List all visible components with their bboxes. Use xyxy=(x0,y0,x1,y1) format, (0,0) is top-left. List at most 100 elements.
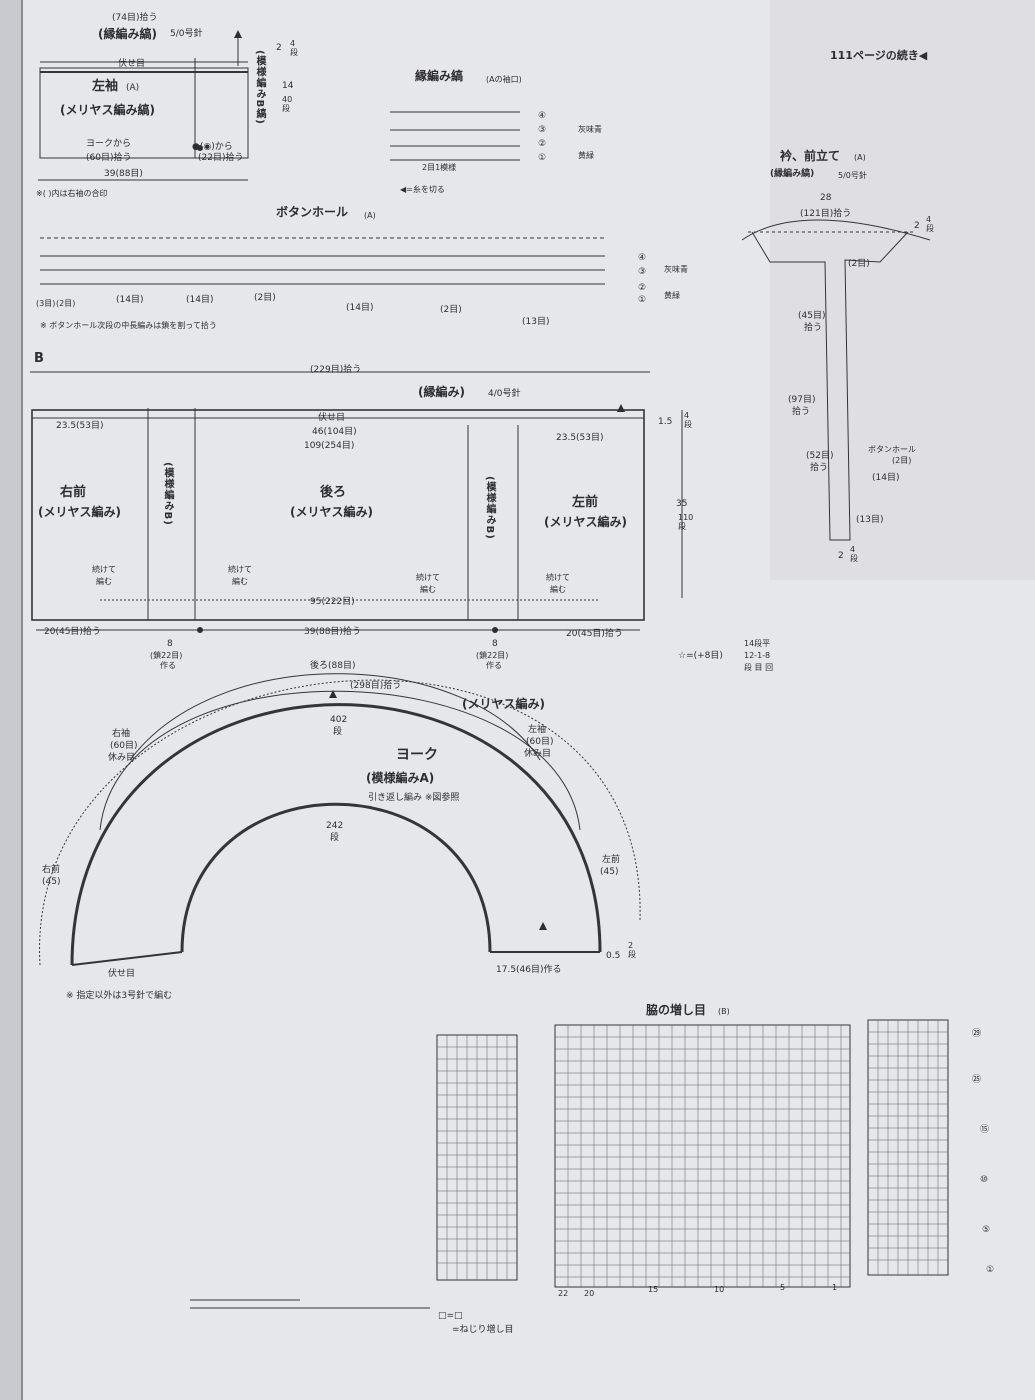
body-continue-1a: 続けて xyxy=(92,565,116,574)
yoke-back-label: 後ろ(88目) xyxy=(310,661,356,671)
buttonhole-c4: (14目) xyxy=(186,295,214,305)
collar-c6: (13目) xyxy=(856,515,884,525)
buttonhole-c6: (14目) xyxy=(346,303,374,313)
collar-c5: (14目) xyxy=(872,473,900,483)
yoke-edge-rows: 0.5 xyxy=(606,951,621,961)
buttonhole-c8: (13目) xyxy=(522,317,550,327)
collar-subtitle: (縁編み縞) xyxy=(770,169,815,179)
sleeve-title: 左袖 xyxy=(92,79,119,94)
needle-note: ※ 指定以外は3号針で編む xyxy=(66,991,173,1001)
collar-c3b: 拾う xyxy=(792,407,811,417)
sleeve-bind-off: 伏せ目 xyxy=(118,59,146,69)
continued-note: 111ページの続き◀ xyxy=(830,49,928,62)
collar-pick-up: (121目)拾う xyxy=(800,209,852,219)
collar-buttonhole: ボタンホール xyxy=(868,445,916,454)
yoke-make-ch: 17.5(46目)作る xyxy=(496,965,562,975)
yoke-left-sleeve-2: (60目) xyxy=(526,737,554,747)
body-total-top: 109(254目) xyxy=(304,441,355,451)
body-height-2: 110段 xyxy=(678,513,694,531)
sleeve-from-yoke: ヨークから xyxy=(86,139,132,149)
buttonhole-variant: (A) xyxy=(364,211,376,220)
body-bind-off: 伏せ目 xyxy=(318,413,346,423)
yoke-left-front: 左前 xyxy=(602,855,621,865)
buttonhole-row-3: ③ xyxy=(638,267,647,277)
body-rows-edge: 1.5 xyxy=(658,417,673,427)
edge-cut-note: ◀=糸を切る xyxy=(400,185,445,194)
body-continue-1b: 続けて xyxy=(228,565,252,574)
body-right-top: 23.5(53目) xyxy=(556,433,604,443)
edge-color-2: 黄緑 xyxy=(578,151,594,160)
body-continue-1c: 続けて xyxy=(416,573,440,582)
chart-col-5: 1 xyxy=(832,1283,838,1292)
sleeve-edge-label: (縁編み縞) xyxy=(98,27,157,41)
edge-stripe-title: 縁編み縞 xyxy=(415,69,464,83)
yoke-outer-rows: 402 xyxy=(330,715,348,725)
body-inc-3: 段 目 回 xyxy=(744,663,774,672)
body-continue-2c: 編む xyxy=(420,585,436,594)
chart-row-4: ⑤ xyxy=(982,1225,991,1235)
buttonhole-row-4: ④ xyxy=(638,253,647,263)
body-left-front: 左前 xyxy=(572,495,599,510)
chart-col-4: 5 xyxy=(780,1283,786,1292)
collar-rows-bottom: 2 xyxy=(838,551,844,561)
body-ch-num-a: 8 xyxy=(167,639,173,649)
body-right-front: 右前 xyxy=(60,485,87,500)
chart-legend-1: □=□ xyxy=(438,1311,463,1321)
body-left-front-stitch: (メリヤス編み) xyxy=(544,515,627,529)
collar-c4: (52目) xyxy=(806,451,834,461)
sleeve-from-mark: ●(◉)から xyxy=(192,142,233,152)
body-left-pick: 20(45目)拾う xyxy=(566,629,623,639)
chart-row-2: ⑮ xyxy=(980,1125,990,1135)
sleeve-note: ※( )内は右袖の合印 xyxy=(36,189,108,198)
sleeve-edge-needle: 5/0号針 xyxy=(170,29,203,39)
body-ch-make-a: (鎖22目) xyxy=(150,651,183,660)
sleeve-rows-top: 2 xyxy=(276,43,282,53)
body-right-pick: 20(45目)拾う xyxy=(44,627,101,637)
sleeve-variant: (A) xyxy=(126,83,140,93)
body-label: B xyxy=(34,351,44,366)
body-rows-edge-2: 4段 xyxy=(684,411,692,429)
edge-row-4: ④ xyxy=(538,111,547,121)
collar-c3: (97目) xyxy=(788,395,816,405)
body-height: 35 xyxy=(676,499,688,509)
yoke-left-sleeve-3: 休み目 xyxy=(524,749,552,759)
sleeve-stitch: (メリヤス編み縞) xyxy=(60,103,155,117)
body-continue-2b: 編む xyxy=(232,577,248,586)
edge-repeat: 2目1模様 xyxy=(422,163,457,172)
collar-title: 衿、前立て xyxy=(780,149,841,163)
buttonhole-c1: (3目) xyxy=(36,299,56,308)
body-continue-2a: 編む xyxy=(96,577,112,586)
body-right-front-stitch: (メリヤス編み) xyxy=(38,505,121,519)
chart-row-1: ㉕ xyxy=(972,1075,982,1085)
chart-title: 脇の増し目 xyxy=(646,1003,707,1017)
collar-c2b: 拾う xyxy=(804,323,823,333)
yoke-left-front-2: (45) xyxy=(600,867,619,877)
chart-legend-2: =ねじり増し目 xyxy=(452,1325,514,1335)
chart-row-3: ⑩ xyxy=(980,1175,989,1185)
body-back: 後ろ xyxy=(320,485,347,500)
collar-width: 28 xyxy=(820,193,832,203)
buttonhole-c3: (14目) xyxy=(116,295,144,305)
yoke-right-sleeve: 右袖 xyxy=(112,729,131,739)
body-pick-up: (229目)拾う xyxy=(310,365,362,375)
collar-c2: (45目) xyxy=(798,311,826,321)
sleeve-rows-top-2: 4段 xyxy=(290,39,298,57)
buttonhole-color-1: 灰味青 xyxy=(664,265,688,274)
collar-buttonhole-2: (2目) xyxy=(892,456,912,465)
sleeve-from-yoke-count: (60目)拾う xyxy=(86,153,132,163)
body-continue-2d: 編む xyxy=(550,585,566,594)
chart-col-3: 10 xyxy=(714,1285,725,1294)
yoke-right-front: 右前 xyxy=(42,865,61,875)
yoke-left-sleeve: 左袖 xyxy=(528,725,547,735)
yoke-title: ヨーク xyxy=(396,747,438,763)
chart-col-1: 20 xyxy=(584,1289,595,1298)
sleeve-from-mark-count: (22目)拾う xyxy=(198,153,244,163)
body-left-top: 23.5(53目) xyxy=(56,421,104,431)
sleeve-rows-main: 14 xyxy=(282,81,294,91)
sleeve-pick-up: (74目)拾う xyxy=(112,13,158,23)
edge-row-1: ① xyxy=(538,153,547,163)
collar-c4b: 拾う xyxy=(810,463,829,473)
yoke-right-front-2: (45) xyxy=(42,877,61,887)
